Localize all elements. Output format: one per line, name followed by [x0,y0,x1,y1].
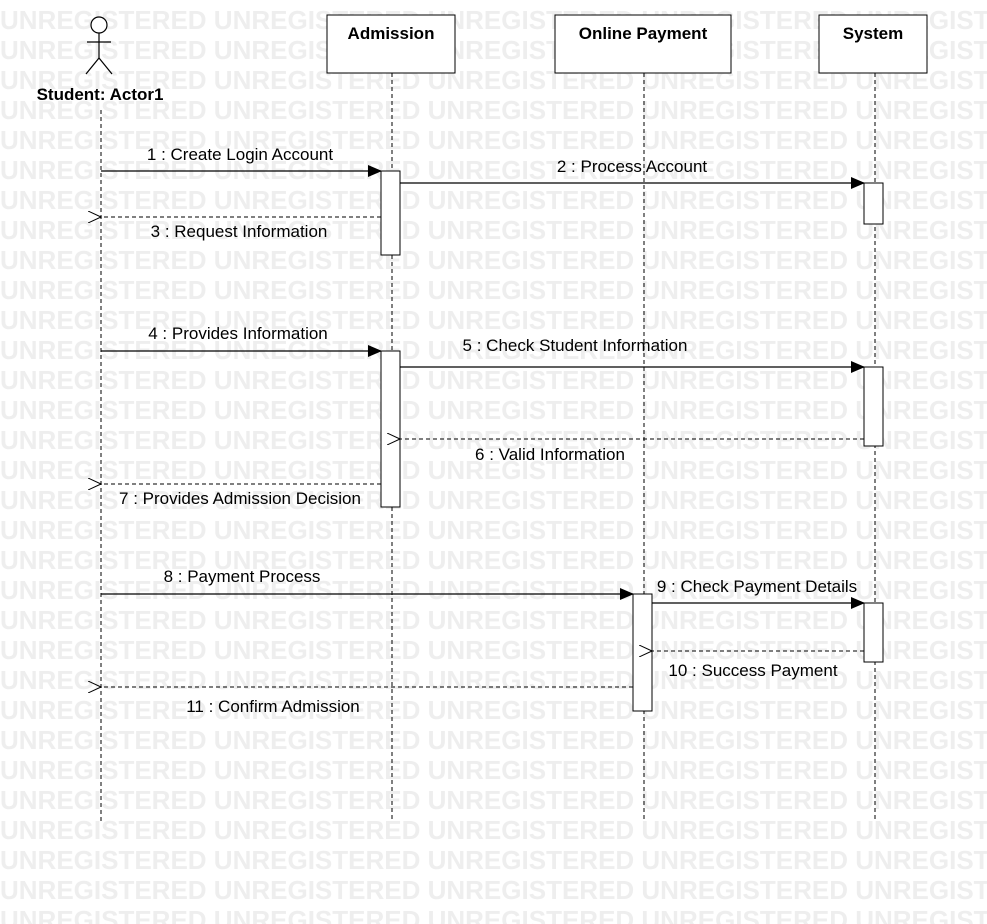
activation-system-2 [863,366,884,447]
message-label-4: 4 : Provides Information [148,324,328,343]
message-label-11: 11 : Confirm Admission [186,697,360,716]
lifeline-label-admission: Admission [348,24,435,43]
message-label-8: 8 : Payment Process [164,567,321,586]
message-label-9: 9 : Check Payment Details [657,577,857,596]
actor-label: Student: Actor1 [37,85,164,104]
lifeline-head-system[interactable]: System [818,14,928,74]
lifeline-head-online-payment[interactable]: Online Payment [554,14,732,74]
actor-student[interactable]: Student: Actor1 [37,16,164,104]
message-label-7: 7 : Provides Admission Decision [119,489,361,508]
activation-online-payment [632,593,653,712]
message-label-10: 10 : Success Payment [668,661,837,680]
message-label-1: 1 : Create Login Account [147,145,333,164]
message-label-6: 6 : Valid Information [475,445,625,464]
lifeline-label-online-payment: Online Payment [579,24,708,43]
activation-system-3 [863,602,884,663]
message-label-5: 5 : Check Student Information [463,336,688,355]
activation-system-1 [863,182,884,225]
lifeline-label-system: System [843,24,903,43]
message-label-3: 3 : Request Information [151,222,328,241]
activation-admission-1 [380,170,401,256]
message-label-2: 2 : Process Account [557,157,708,176]
activation-admission-2 [380,350,401,508]
lifeline-head-admission[interactable]: Admission [326,14,456,74]
stick-figure-icon [85,16,113,75]
